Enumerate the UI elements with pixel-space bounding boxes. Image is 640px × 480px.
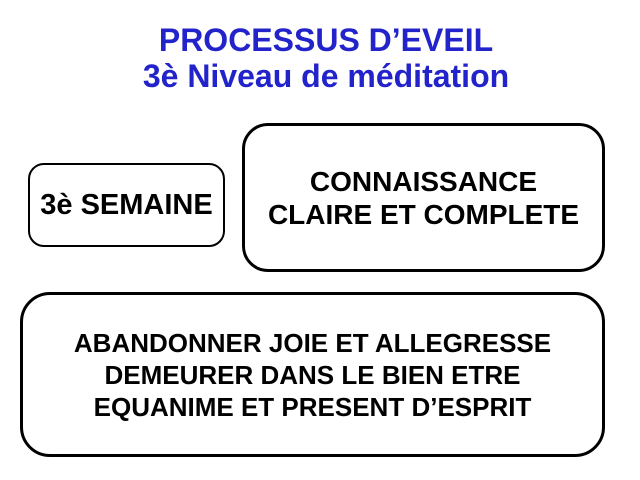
slide-title-line2: 3è Niveau de méditation: [142, 58, 510, 94]
box-abandonner-line3: EQUANIME ET PRESENT D’ESPRIT: [93, 391, 532, 422]
slide-title: PROCESSUS D’EVEIL 3è Niveau de méditatio…: [0, 22, 640, 94]
slide-title-line1: PROCESSUS D’EVEIL: [158, 22, 494, 58]
box-abandonner-line2: DEMEURER DANS LE BIEN ETRE: [104, 359, 521, 390]
box-connaissance-line2: CLAIRE ET COMPLETE: [267, 198, 580, 230]
box-connaissance: CONNAISSANCE CLAIRE ET COMPLETE: [242, 123, 605, 272]
box-3e-semaine: 3è SEMAINE: [28, 163, 225, 247]
box-abandonner-line1: ABANDONNER JOIE ET ALLEGRESSE: [73, 327, 552, 358]
box-3e-semaine-label: 3è SEMAINE: [40, 188, 213, 221]
box-abandonner: ABANDONNER JOIE ET ALLEGRESSE DEMEURER D…: [20, 292, 605, 457]
box-connaissance-line1: CONNAISSANCE: [309, 165, 538, 197]
